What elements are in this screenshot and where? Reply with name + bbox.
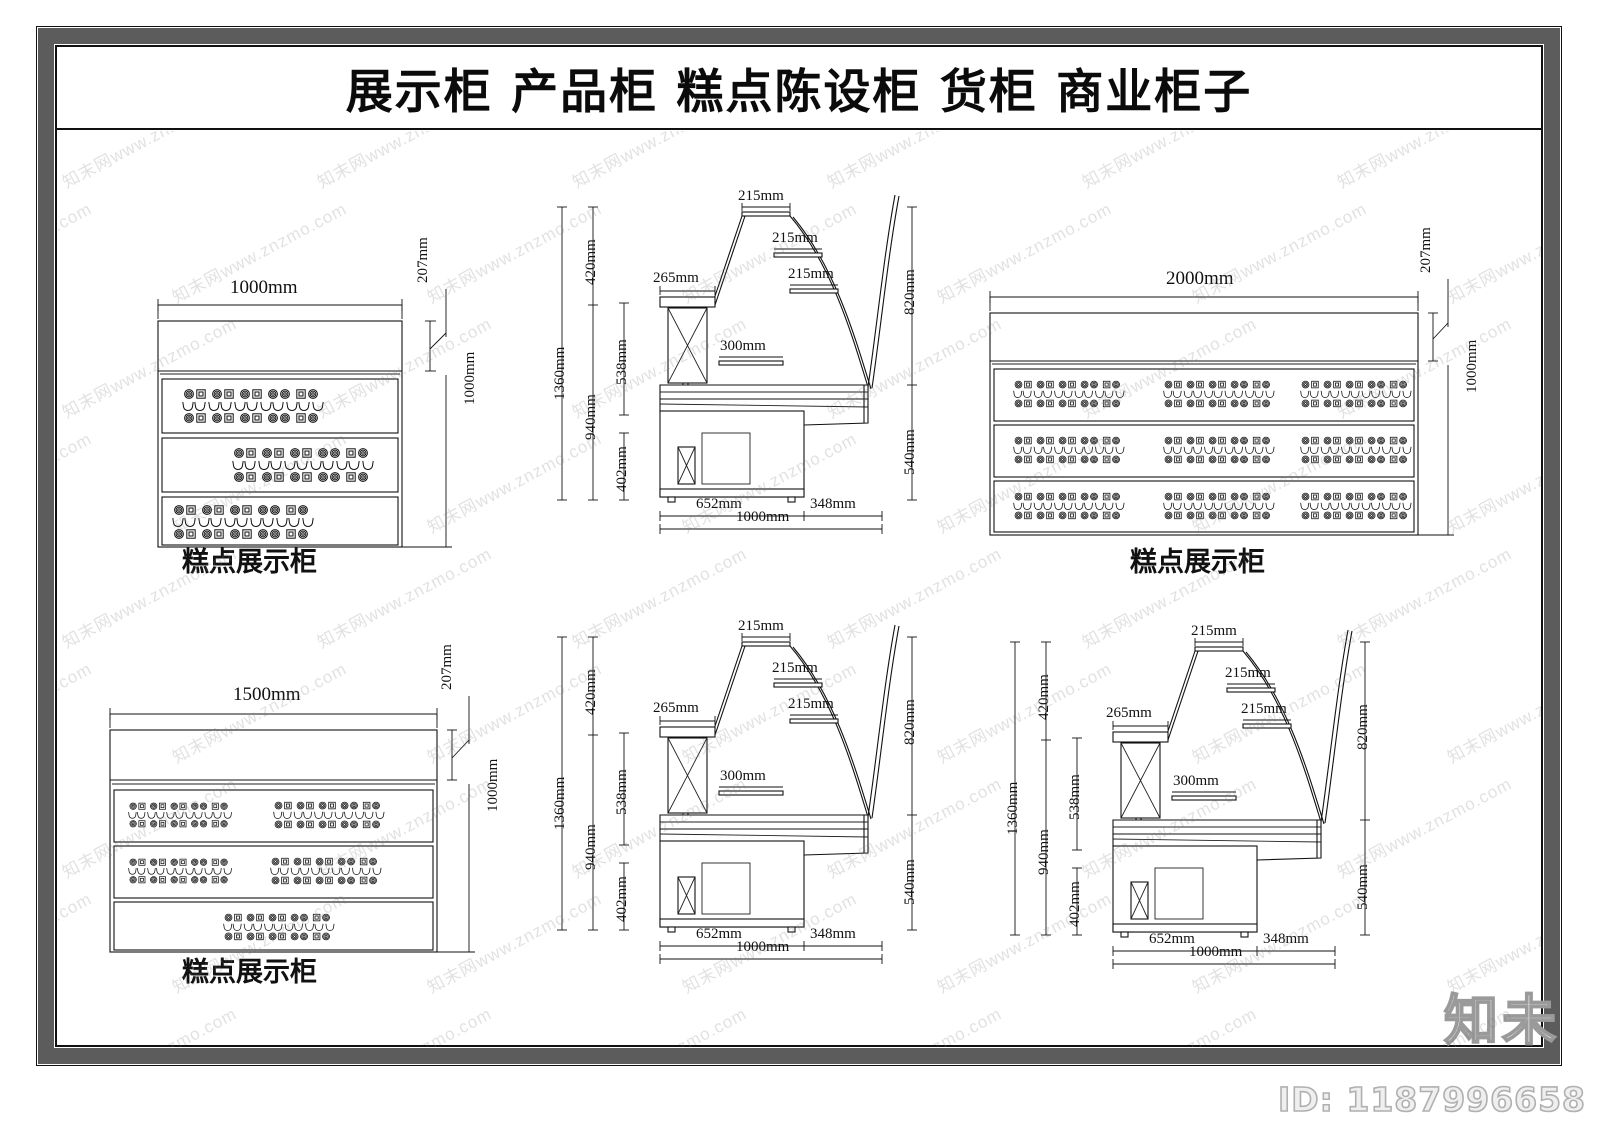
caption-front-1500: 糕点展示柜 [182,957,317,988]
pastry-symbols-2000-r3b [1163,485,1281,527]
dim-c-shelf-top-215: 215mm [1191,623,1237,639]
brand-watermark: 知未 [1443,988,1560,1053]
pastry-symbols-2000-r1b [1163,373,1281,415]
dim-topband-207-b: 207mm [1418,227,1434,273]
dim-c-right-540: 540mm [1355,864,1371,910]
dim-c-depth-652: 652mm [1149,931,1195,947]
pastry-symbols-2000-r2c [1300,429,1418,471]
dim-topband-207: 207mm [415,237,431,283]
dim-b-depth-652: 652mm [696,926,742,942]
pastry-symbols-1500-r1b [273,794,391,836]
dim-height-1000: 1000mm [462,351,478,405]
dim-b-upper-420: 420mm [583,669,599,715]
dim-depth-348: 348mm [810,496,856,512]
dim-width-1500: 1500mm [233,684,301,705]
pastry-symbols-2000-r2b [1163,429,1281,471]
dim-mid-538: 538mm [614,339,630,385]
dim-shelf-2-215: 215mm [772,230,818,246]
dim-base-402: 402mm [614,446,630,492]
view-front-1000: 1000mm 207mm 1000mm [140,237,478,575]
pastry-symbols-2000-r3c [1300,485,1418,527]
dim-c-overall-1360: 1360mm [1005,781,1021,835]
sheet-title: 展示柜 产品柜 糕点陈设柜 货柜 商业柜子 [345,65,1253,120]
pastry-symbols-2000-r1c [1300,373,1418,415]
caption-front-1000: 糕点展示柜 [182,547,317,578]
dim-c-glassshelf-300: 300mm [1173,773,1219,789]
dim-head-265: 265mm [653,270,699,286]
section-c-geometry [1010,629,1370,969]
dim-c-right-820: 820mm [1355,704,1371,750]
view-section-c: 1360mm 420mm 940mm 538mm 402mm 215mm 215… [1005,620,1385,969]
pastry-symbols-shelf-2 [232,444,382,486]
pastry-symbols-2000-r2a [1013,429,1131,471]
dim-b-head-265: 265mm [653,700,699,716]
dim-lower-940: 940mm [583,394,599,440]
dim-b-shelf-top-215: 215mm [738,618,784,634]
dim-b-lower-940: 940mm [583,824,599,870]
dim-right-540: 540mm [902,429,918,475]
pastry-symbols-shelf-3 [172,501,322,543]
dim-b-right-540: 540mm [902,859,918,905]
dim-glassshelf-300: 300mm [720,338,766,354]
view-section-a: 1360mm 420mm 940mm 538mm 402mm 215mm 215… [552,185,932,534]
view-front-2000: 2000mm 207mm 1000mm [970,227,1480,555]
dim-c-head-265: 265mm [1106,705,1152,721]
dim-b-right-820: 820mm [902,699,918,745]
dim-topband-207-c: 207mm [439,644,455,690]
dim-c-depth-348: 348mm [1263,931,1309,947]
pastry-symbols-1500-r1a [128,794,238,836]
dim-c-shelf-3-215: 215mm [1241,701,1287,717]
pastry-symbols-1500-r2a [128,850,238,892]
dim-shelf-3-215: 215mm [788,266,834,282]
dim-shelf-top-215: 215mm [738,188,784,204]
dim-b-mid-538: 538mm [614,769,630,815]
dim-overall-1360: 1360mm [552,346,568,400]
front-2000-geometry [989,279,1454,536]
section-b-geometry [557,624,917,964]
title-band: 展示柜 产品柜 糕点陈设柜 货柜 商业柜子 [57,47,1541,130]
drawing-id: ID: 1187996658 [1277,1079,1586,1120]
dim-b-depth-1000: 1000mm [736,939,790,955]
dim-c-shelf-2-215: 215mm [1225,665,1271,681]
dim-b-shelf-3-215: 215mm [788,696,834,712]
dim-c-lower-940: 940mm [1036,829,1052,875]
dim-c-base-402: 402mm [1067,881,1083,927]
dim-upper-420: 420mm [583,239,599,285]
section-a-geometry [557,194,917,534]
dim-height-1000-c: 1000mm [485,758,501,812]
dim-depth-652: 652mm [696,496,742,512]
view-section-b: 1360mm 420mm 940mm 538mm 402mm 215mm 215… [552,615,932,964]
dim-depth-1000: 1000mm [736,509,790,525]
dim-b-overall-1360: 1360mm [552,776,568,830]
dim-b-shelf-2-215: 215mm [772,660,818,676]
dim-right-820: 820mm [902,269,918,315]
sheet-border-gray [38,28,1560,1064]
dim-c-mid-538: 538mm [1067,774,1083,820]
pastry-symbols-1500-r3 [223,906,341,948]
view-front-1500: 1500mm 207mm 1000mm [95,644,505,962]
caption-front-2000: 糕点展示柜 [1130,547,1265,578]
front-1500-geometry [109,696,475,953]
dim-height-1000-b: 1000mm [1464,339,1480,393]
dim-b-base-402: 402mm [614,876,630,922]
dim-c-upper-420: 420mm [1036,674,1052,720]
pastry-symbols-2000-r3a [1013,485,1131,527]
dim-b-depth-348: 348mm [810,926,856,942]
pastry-symbols-2000-r1a [1013,373,1131,415]
pastry-symbols-1500-r2b [270,850,388,892]
sheet-border-outer [36,26,1562,1066]
dim-b-glassshelf-300: 300mm [720,768,766,784]
pastry-symbols-shelf-1 [182,385,332,427]
dim-width-2000: 2000mm [1166,268,1234,289]
dim-c-depth-1000: 1000mm [1189,944,1243,960]
dim-width-1000: 1000mm [230,277,298,298]
